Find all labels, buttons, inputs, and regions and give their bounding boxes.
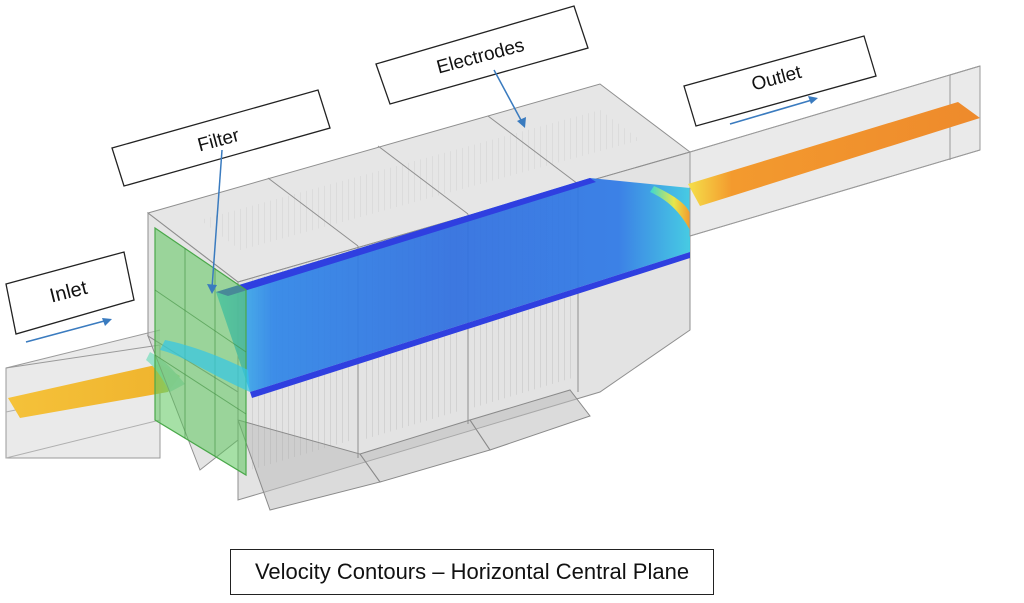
filter xyxy=(154,226,250,477)
inlet-flow-arrow xyxy=(25,318,112,343)
outlet-label: Outlet xyxy=(683,35,877,127)
central-velocity-plane xyxy=(216,178,690,398)
figure-caption: Velocity Contours – Horizontal Central P… xyxy=(230,549,714,595)
electrodes-pointer-arrow xyxy=(493,69,526,128)
inlet-velocity-plane xyxy=(8,364,180,418)
outlet-duct xyxy=(688,65,981,237)
outlet-flow-arrow xyxy=(729,96,818,125)
filter-pointer-arrow xyxy=(207,149,223,294)
inlet-label: Inlet xyxy=(5,251,135,335)
outlet-velocity-plane xyxy=(688,102,980,206)
inlet-duct xyxy=(5,329,185,459)
electrodes-label: Electrodes xyxy=(375,5,589,105)
filter-label: Filter xyxy=(111,89,331,187)
